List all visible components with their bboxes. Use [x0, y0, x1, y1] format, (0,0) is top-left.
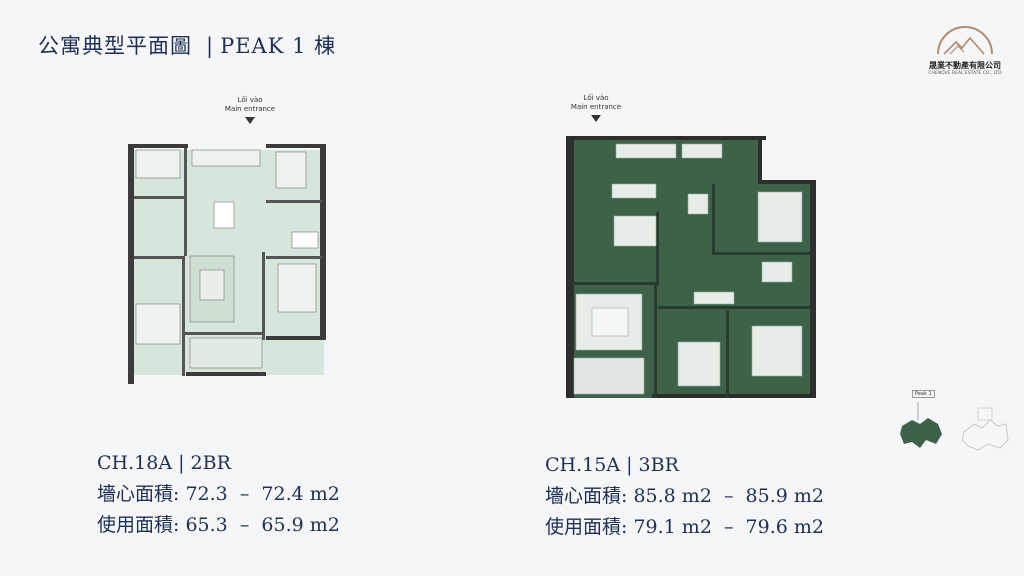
gross-area-value: 72.3 – 72.4 m2: [185, 483, 340, 505]
unit-separator: |: [626, 454, 633, 476]
net-area-value: 65.3 – 65.9 m2: [185, 514, 340, 536]
entrance-arrow-icon: [245, 117, 255, 124]
unit-type: 2BR: [190, 452, 231, 474]
floorplan-2br: [126, 144, 330, 384]
gross-area-value: 85.8 m2 – 85.9 m2: [633, 485, 825, 507]
entrance-line2: Main entrance: [224, 105, 276, 113]
key-plan: Peak 1: [898, 388, 1010, 460]
net-area-row: 使用面積: 65.3 – 65.9 m2: [97, 510, 340, 541]
entrance-label-left: Lối vào Main entrance: [222, 96, 278, 124]
unit-title: CH.18A | 2BR: [97, 448, 340, 479]
company-logo: 晟業不動產有限公司 CHENOVE REAL ESTATE CO., LTD: [918, 10, 1012, 80]
net-area-label: 使用面積:: [545, 516, 628, 538]
unit-separator: |: [178, 452, 185, 474]
net-area-row: 使用面積: 79.1 m2 – 79.6 m2: [545, 512, 824, 543]
net-area-label: 使用面積:: [97, 514, 180, 536]
floorplan-3br: [562, 136, 816, 402]
logo-name-cn: 晟業不動產有限公司: [929, 61, 1001, 70]
title-main: 公寓典型平面圖: [38, 34, 192, 58]
gross-area-row: 墻心面積: 72.3 – 72.4 m2: [97, 479, 340, 510]
unit-type: 3BR: [638, 454, 679, 476]
key-plan-map: [900, 402, 1009, 451]
key-plan-label: Peak 1: [912, 390, 935, 398]
title-tower: PEAK 1 棟: [220, 34, 337, 58]
net-area-value: 79.1 m2 – 79.6 m2: [633, 516, 825, 538]
unit-title: CH.15A | 3BR: [545, 450, 824, 481]
entrance-label-right: Lối vào Main entrance: [568, 94, 624, 122]
unit-code: CH.18A: [97, 452, 173, 474]
unit-info-2br: CH.18A | 2BR 墻心面積: 72.3 – 72.4 m2 使用面積: …: [97, 448, 340, 541]
gross-area-label: 墻心面積:: [545, 485, 628, 507]
unit-code: CH.15A: [545, 454, 621, 476]
mountain-logo-icon: [937, 26, 993, 55]
gross-area-label: 墻心面積:: [97, 483, 180, 505]
entrance-line2: Main entrance: [570, 103, 622, 111]
gross-area-row: 墻心面積: 85.8 m2 – 85.9 m2: [545, 481, 824, 512]
logo-name-en: CHENOVE REAL ESTATE CO., LTD: [928, 71, 1002, 76]
entrance-line1: Lối vào: [237, 96, 263, 104]
title-separator: |: [206, 34, 215, 58]
page-title: 公寓典型平面圖 |PEAK 1 棟: [38, 30, 336, 60]
unit-info-3br: CH.15A | 3BR 墻心面積: 85.8 m2 – 85.9 m2 使用面…: [545, 450, 824, 543]
entrance-line1: Lối vào: [583, 94, 609, 102]
entrance-arrow-icon: [591, 115, 601, 122]
